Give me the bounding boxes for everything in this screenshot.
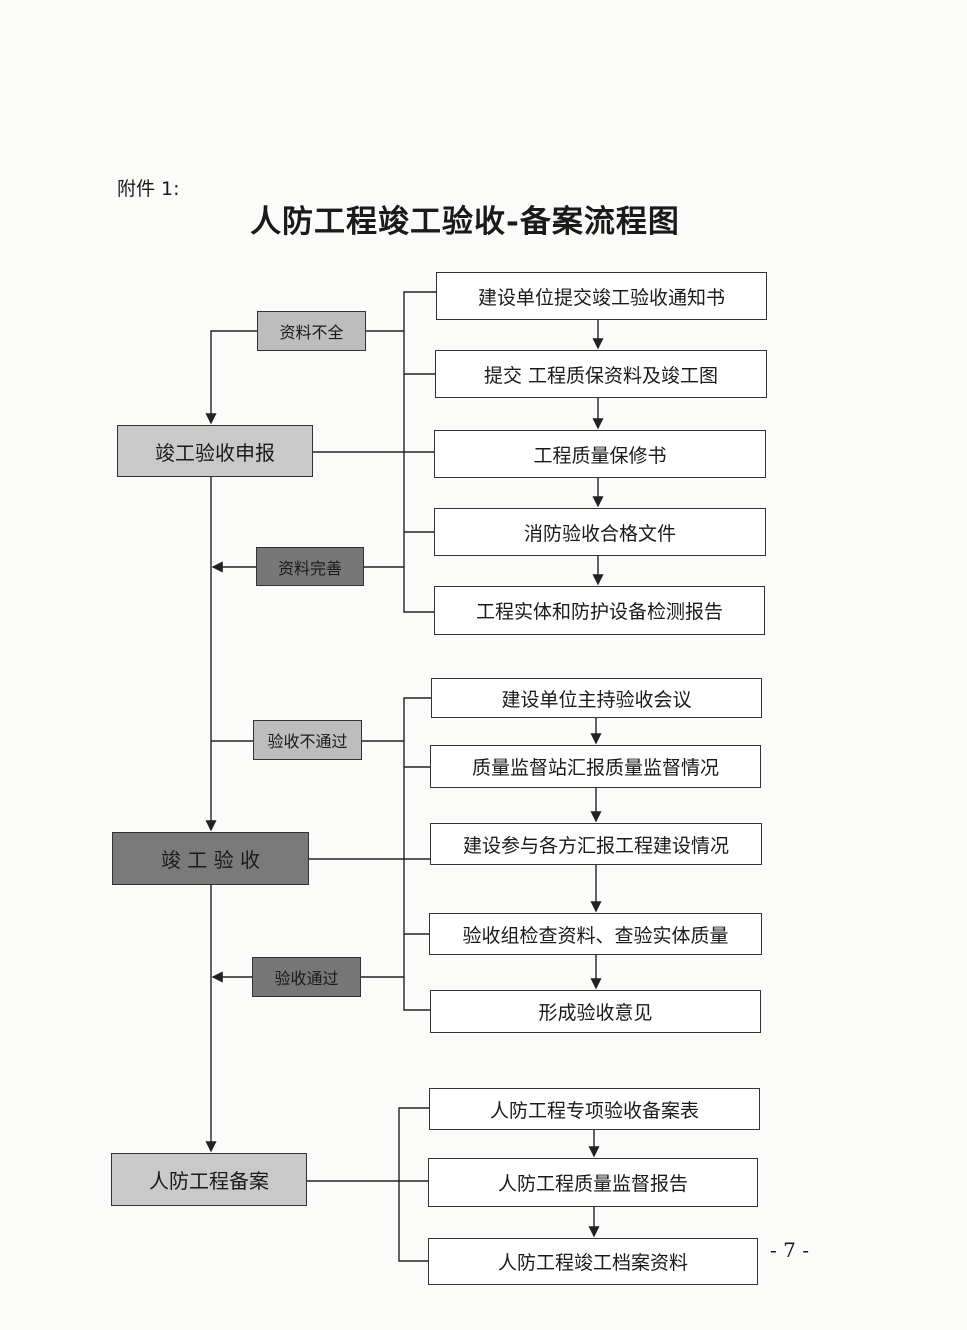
acceptance-step-box: 质量监督站汇报质量监督情况: [430, 745, 761, 788]
apply-step-box: 工程实体和防护设备检测报告: [434, 586, 765, 635]
condition-completed-tag: 资料完善: [256, 547, 364, 586]
condition-passed-tag: 验收通过: [252, 957, 361, 997]
condition-incomplete-tag: 资料不全: [257, 311, 366, 351]
apply-step-box: 消防验收合格文件: [434, 508, 766, 556]
stage-acceptance-box: 竣 工 验 收: [112, 832, 309, 885]
attachment-label: 附件 1:: [117, 178, 180, 200]
acceptance-bracket: [403, 697, 431, 1011]
stage-apply-box: 竣工验收申报: [117, 425, 313, 477]
apply-step-box: 建设单位提交竣工验收通知书: [436, 272, 767, 320]
stage-filing-box: 人防工程备案: [111, 1153, 307, 1206]
filing-step-box: 人防工程竣工档案资料: [428, 1238, 758, 1285]
acceptance-step-box: 验收组检查资料、查验实体质量: [429, 913, 762, 955]
filing-bracket: [398, 1107, 429, 1262]
acceptance-step-box: 建设单位主持验收会议: [431, 678, 762, 718]
acceptance-step-box: 建设参与各方汇报工程建设情况: [430, 823, 762, 865]
filing-step-box: 人防工程专项验收备案表: [429, 1088, 760, 1130]
page-number: - 7 -: [770, 1238, 809, 1262]
apply-step-box: 工程质量保修书: [434, 430, 766, 478]
apply-step-box: 提交 工程质保资料及竣工图: [435, 350, 767, 398]
filing-step-box: 人防工程质量监督报告: [428, 1158, 758, 1207]
acceptance-step-box: 形成验收意见: [430, 990, 761, 1033]
condition-failed-tag: 验收不通过: [253, 720, 362, 760]
page-title: 人防工程竣工验收-备案流程图: [250, 204, 680, 240]
